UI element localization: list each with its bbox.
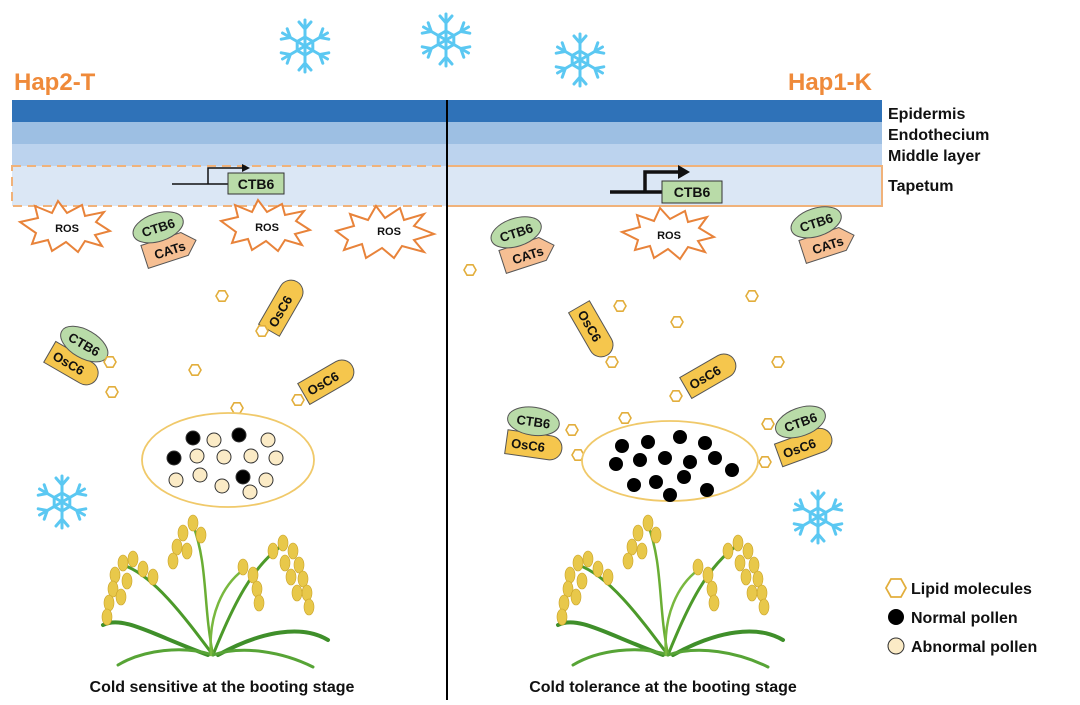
ctb6-cats-complex-left: CATs CTB6 [132, 211, 197, 269]
legend-abnormal-label: Abnormal pollen [911, 639, 1037, 656]
legend: Lipid molecules Normal pollen Abnormal p… [884, 578, 1037, 656]
ctb6-osc6-complex-right-2: OsC6 CTB6 [773, 405, 833, 468]
svg-text:ROS: ROS [657, 230, 681, 242]
svg-text:ROS: ROS [255, 222, 279, 234]
ros-burst-3: ROS [333, 204, 438, 260]
snowflake-icon [792, 489, 844, 545]
layer-label-tapetum: Tapetum [888, 178, 953, 195]
snowflake-icon [554, 32, 606, 88]
right-gene-label: CTB6 [674, 184, 711, 200]
pollen-sac-right [581, 420, 759, 502]
ctb6-cats-complex-right-2: CATs CTB6 [790, 206, 855, 264]
left-panel-title: Hap2-T [14, 69, 96, 96]
ctb6-osc6-complex-left: OsC6 CTB6 [43, 325, 109, 386]
svg-text:OsC6: OsC6 [510, 435, 546, 455]
osc6-protein-right-1: OsC6 [567, 300, 614, 358]
osc6-protein-right-2: OsC6 [679, 353, 737, 400]
ros-burst-1: ROS [17, 199, 113, 254]
legend-normal-label: Normal pollen [911, 610, 1018, 627]
snowflake-icon [36, 474, 88, 530]
right-panel-caption: Cold tolerance at the booting stage [529, 679, 797, 696]
legend-lipid-label: Lipid molecules [911, 581, 1032, 598]
ctb6-osc6-complex-right-1: OsC6 CTB6 [504, 406, 563, 461]
svg-text:CTB6: CTB6 [516, 412, 552, 432]
ros-burst-2: ROS [218, 198, 313, 253]
legend-lipid-symbol [884, 578, 908, 598]
left-gene-promoter: CTB6 [172, 164, 285, 195]
pollen-sac-left [141, 412, 315, 508]
layer-label-epidermis: Epidermis [888, 106, 965, 123]
ros-burst-4: ROS [619, 206, 717, 261]
layer-label-endothecium: Endothecium [888, 127, 989, 144]
left-panel-caption: Cold sensitive at the booting stage [90, 679, 355, 696]
legend-abnormal-symbol [887, 637, 905, 655]
snowflake-icon [279, 18, 331, 74]
right-gene-promoter: CTB6 [610, 165, 723, 204]
osc6-protein-left-2: OsC6 [297, 359, 355, 406]
snowflake-icon [420, 12, 472, 68]
rice-plant-left [100, 513, 330, 669]
ctb6-cats-complex-right-1: CATs CTB6 [490, 216, 555, 274]
left-gene-label: CTB6 [238, 176, 275, 192]
right-panel-title: Hap1-K [788, 69, 873, 96]
legend-normal-symbol [888, 609, 904, 625]
svg-text:ROS: ROS [377, 226, 401, 238]
layer-label-middle: Middle layer [888, 148, 980, 165]
svg-text:ROS: ROS [55, 223, 79, 235]
rice-plant-right [555, 513, 785, 669]
